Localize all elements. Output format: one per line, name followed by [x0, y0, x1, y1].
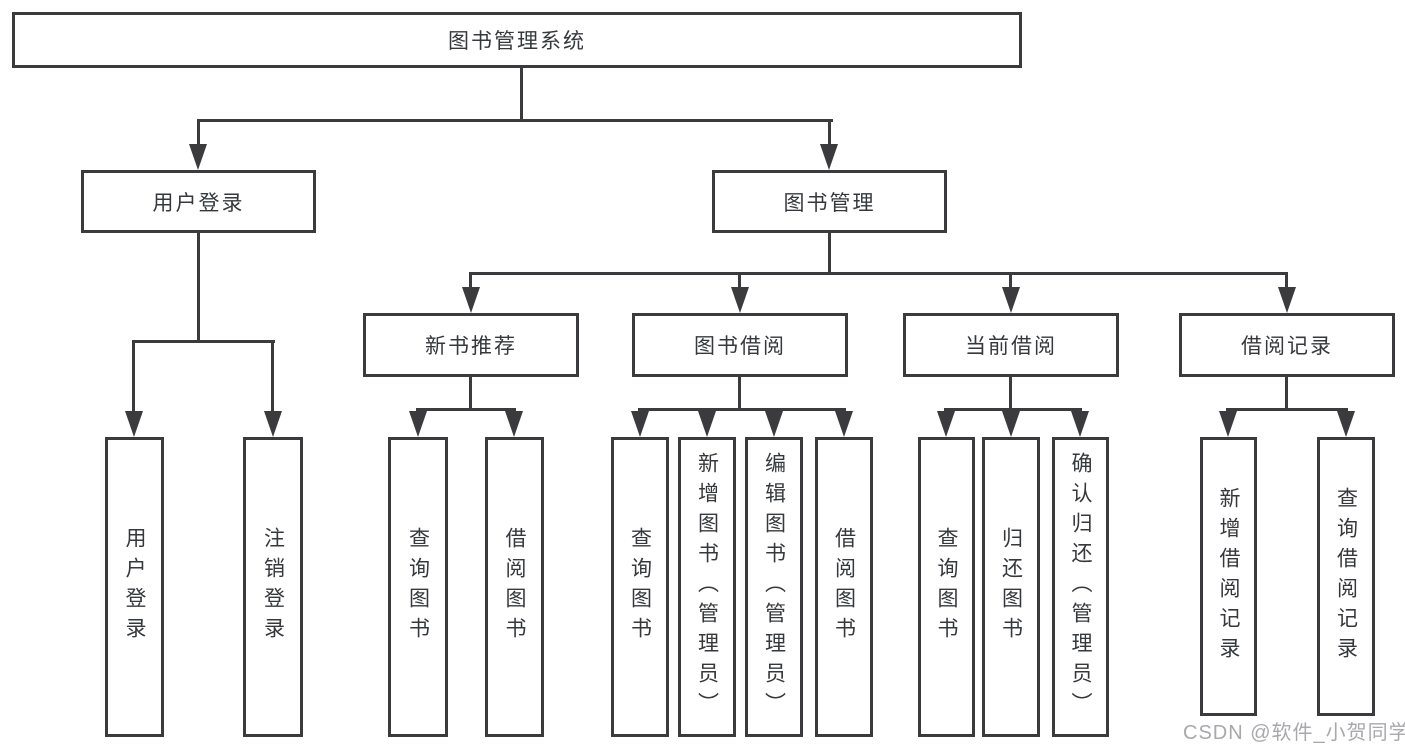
leaf-edit-books-admin-label: 编辑图书（管理员） [762, 452, 786, 722]
node-borrow-records-label: 借阅记录 [1241, 335, 1333, 358]
arrowhead-down-icon [1278, 287, 1296, 313]
leaf-query-books-borrowing-label: 查询图书 [628, 527, 652, 647]
arrowhead-down-icon [409, 411, 427, 437]
connector-line [197, 119, 833, 122]
arrowhead-down-icon [1071, 411, 1089, 437]
connector-line [1009, 377, 1012, 411]
arrowhead-down-icon [698, 411, 716, 437]
leaf-add-books-admin-label: 新增图书（管理员） [695, 452, 719, 722]
node-user-login-label: 用户登录 [152, 191, 245, 215]
leaf-query-borrow-record: 查询借阅记录 [1317, 437, 1375, 716]
arrowhead-down-icon [631, 411, 649, 437]
connector-line [197, 233, 200, 343]
leaf-edit-books-admin: 编辑图书（管理员） [745, 437, 803, 737]
arrowhead-down-icon [1002, 411, 1020, 437]
leaf-user-login-label: 用户登录 [123, 527, 146, 647]
connector-line [1009, 272, 1012, 290]
leaf-return-books-label: 归还图书 [999, 527, 1023, 647]
arrowhead-down-icon [462, 287, 480, 313]
leaf-user-login: 用户登录 [105, 437, 164, 737]
node-book-management: 图书管理 [712, 170, 947, 233]
node-system-root: 图书管理系统 [12, 12, 1022, 68]
node-user-login: 用户登录 [81, 170, 316, 233]
leaf-borrow-books-recommend-label: 借阅图书 [503, 527, 526, 647]
leaf-logout: 注销登录 [243, 437, 303, 737]
arrowhead-down-icon [937, 411, 955, 437]
connector-line [1226, 408, 1348, 411]
arrowhead-down-icon [1002, 287, 1020, 313]
leaf-borrow-books-borrowing: 借阅图书 [815, 437, 873, 737]
node-borrow-records: 借阅记录 [1179, 313, 1395, 377]
arrowhead-down-icon [1337, 411, 1355, 437]
leaf-add-borrow-record-label: 新增借阅记录 [1217, 486, 1240, 667]
node-new-book-recommend-label: 新书推荐 [425, 335, 517, 358]
leaf-query-books-borrowing: 查询图书 [611, 437, 669, 737]
connector-line [132, 340, 135, 415]
leaf-query-books-recommend: 查询图书 [388, 437, 448, 737]
arrowhead-down-icon [125, 411, 143, 437]
leaf-logout-label: 注销登录 [261, 527, 285, 647]
connector-line [638, 408, 846, 411]
connector-line [416, 408, 516, 411]
arrowhead-down-icon [189, 144, 207, 170]
connector-line [1285, 272, 1288, 290]
connector-line [828, 119, 831, 147]
connector-line [469, 377, 472, 411]
connector-line [738, 272, 741, 290]
node-book-management-label: 图书管理 [783, 191, 876, 215]
leaf-query-books-current-label: 查询图书 [935, 527, 958, 647]
leaf-add-borrow-record: 新增借阅记录 [1200, 437, 1257, 716]
connector-line [944, 408, 1082, 411]
watermark: CSDN @软件_小贺同学 [1183, 722, 1405, 744]
leaf-borrow-books-recommend: 借阅图书 [485, 437, 544, 737]
connector-line [828, 233, 831, 275]
connector-line [470, 272, 1288, 275]
leaf-query-borrow-record-label: 查询借阅记录 [1334, 486, 1358, 667]
node-system-root-label: 图书管理系统 [448, 30, 586, 53]
connector-line [520, 68, 523, 122]
arrowhead-down-icon [835, 411, 853, 437]
arrowhead-down-icon [264, 411, 282, 437]
node-book-borrowing: 图书借阅 [632, 313, 848, 377]
leaf-query-books-recommend-label: 查询图书 [406, 527, 430, 647]
arrowhead-down-icon [505, 411, 523, 437]
node-current-borrowing: 当前借阅 [903, 313, 1119, 377]
leaf-borrow-books-borrowing-label: 借阅图书 [832, 527, 856, 647]
node-current-borrowing-label: 当前借阅 [965, 335, 1057, 358]
arrowhead-down-icon [731, 287, 749, 313]
connector-line [1285, 377, 1288, 411]
arrowhead-down-icon [820, 144, 838, 170]
leaf-confirm-return-admin-label: 确认归还（管理员） [1069, 452, 1092, 722]
arrowhead-down-icon [765, 411, 783, 437]
leaf-query-books-current: 查询图书 [918, 437, 975, 737]
connector-line [738, 377, 741, 411]
connector-line [132, 340, 275, 343]
node-new-book-recommend: 新书推荐 [363, 313, 579, 377]
node-book-borrowing-label: 图书借阅 [694, 335, 786, 358]
connector-line [271, 340, 274, 415]
connector-line [469, 272, 472, 290]
leaf-return-books: 归还图书 [982, 437, 1040, 737]
connector-line [197, 119, 200, 147]
arrowhead-down-icon [1219, 411, 1237, 437]
leaf-add-books-admin: 新增图书（管理员） [678, 437, 736, 737]
leaf-confirm-return-admin: 确认归还（管理员） [1052, 437, 1109, 737]
